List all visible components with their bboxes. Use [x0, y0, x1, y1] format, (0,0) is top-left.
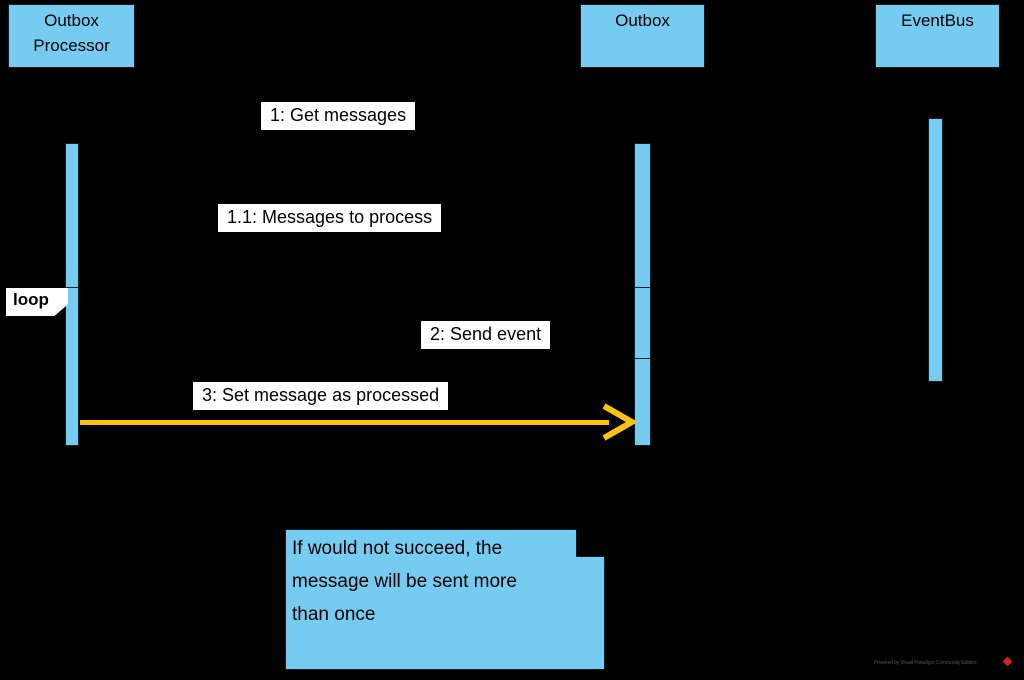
- participant-outbox[interactable]: Outbox: [580, 4, 705, 68]
- note-seam-patch: [286, 552, 576, 562]
- message-label-2[interactable]: 2: Send event: [421, 321, 551, 349]
- message-label-1-1[interactable]: 1.1: Messages to process: [218, 204, 442, 232]
- message-arrow-3-line: [80, 420, 609, 425]
- message-label-1[interactable]: 1: Get messages: [261, 102, 416, 130]
- watermark-diamond-icon: [1002, 656, 1013, 667]
- message-label-3[interactable]: 3: Set message as processed: [193, 382, 449, 410]
- note-box-lower: [285, 556, 605, 670]
- fragment-tag-loop[interactable]: loop: [6, 288, 68, 316]
- participant-eventbus[interactable]: EventBus: [875, 4, 1000, 68]
- lifeline-activation-outbox[interactable]: [634, 143, 651, 446]
- activation-separator: [634, 358, 651, 359]
- participant-outbox-processor[interactable]: Outbox Processor: [8, 4, 135, 68]
- note-text: If would not succeed, the message will b…: [292, 538, 517, 625]
- watermark-text: Powered by Visual Paradigm Community Edi…: [874, 660, 977, 666]
- activation-separator: [634, 287, 651, 288]
- activation-separator: [65, 287, 79, 288]
- lifeline-activation-eventbus[interactable]: [928, 118, 943, 382]
